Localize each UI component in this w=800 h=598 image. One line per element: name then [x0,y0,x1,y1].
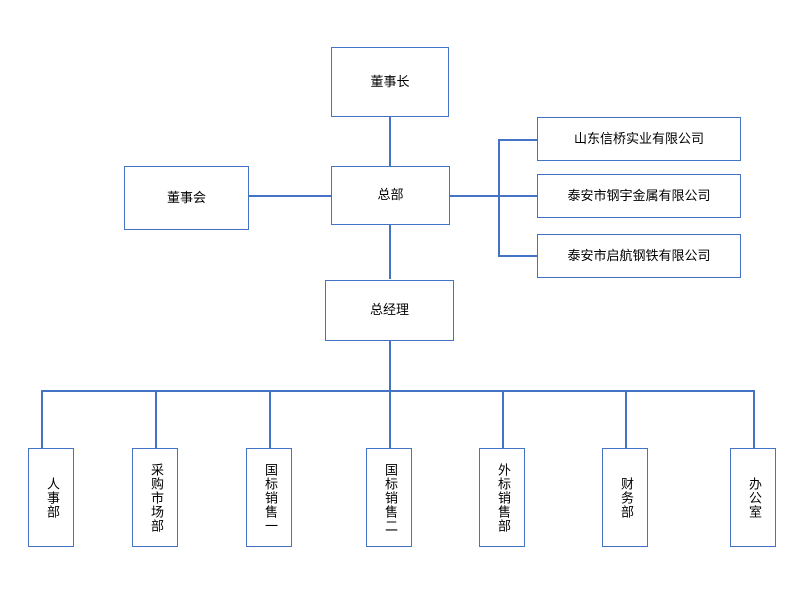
node-board-label: 董事会 [166,190,206,206]
node-general-manager[interactable]: 总经理 [325,280,454,341]
node-department-5[interactable]: 外标销售部 [479,448,525,547]
connector-department-1 [41,390,43,448]
node-department-1[interactable]: 人事部 [28,448,74,547]
node-department-3[interactable]: 国标销售一 [246,448,292,547]
node-general-manager-label: 总经理 [369,303,409,318]
connector-department-6 [625,390,627,448]
connector-department-5 [502,390,504,448]
node-subsidiary-1[interactable]: 山东信桥实业有限公司 [537,117,741,161]
node-headquarters-label: 总部 [377,188,404,203]
connector-subsidiary-bus [498,139,500,256]
node-subsidiary-3-label: 泰安市启航钢铁有限公司 [567,248,711,264]
connector-headquarters-to-subsidiary-bus [450,195,500,197]
node-chairman-label: 董事长 [370,74,410,90]
node-chairman[interactable]: 董事长 [331,47,449,117]
connector-department-3 [269,390,271,448]
node-department-5-label: 外标销售部 [495,462,510,533]
connector-subsidiary-2 [498,195,538,197]
connector-department-2 [155,390,157,448]
connector-department-bus [41,390,754,392]
node-department-6-label: 财务部 [618,476,633,519]
node-department-1-label: 人事部 [44,476,59,519]
connector-department-4 [389,390,391,448]
connector-board-to-headquarters [249,195,332,197]
connector-general-manager-drop [389,341,391,392]
node-department-7[interactable]: 办公室 [730,448,776,547]
node-subsidiary-2[interactable]: 泰安市钢宇金属有限公司 [537,174,741,218]
node-subsidiary-2-label: 泰安市钢宇金属有限公司 [567,188,711,204]
connector-subsidiary-1 [498,139,538,141]
node-subsidiary-3[interactable]: 泰安市启航钢铁有限公司 [537,234,741,278]
node-headquarters[interactable]: 总部 [331,166,450,225]
node-department-4-label: 国标销售二 [382,462,397,533]
node-board[interactable]: 董事会 [124,166,249,230]
node-department-2-label: 采购市场部 [148,462,163,533]
node-department-2[interactable]: 采购市场部 [132,448,178,547]
connector-headquarters-to-general-manager [389,224,391,279]
node-department-4[interactable]: 国标销售二 [366,448,412,547]
connector-subsidiary-3 [498,255,538,257]
node-department-6[interactable]: 财务部 [602,448,648,547]
connector-chairman-to-headquarters [389,117,391,171]
node-subsidiary-1-label: 山东信桥实业有限公司 [573,131,704,147]
connector-department-7 [753,390,755,448]
node-department-3-label: 国标销售一 [262,462,277,533]
node-department-7-label: 办公室 [746,476,761,519]
